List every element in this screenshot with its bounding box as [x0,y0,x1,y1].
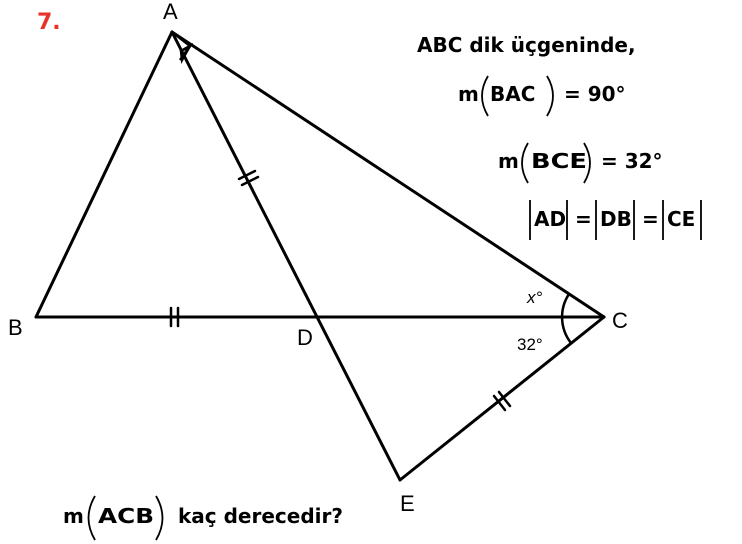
svg-text:=: = [642,207,659,231]
vertex-label-a: A [163,0,178,24]
question: m ACB kaç derecedir? [63,495,343,541]
vertex-label-e: E [400,491,415,516]
angle-label-bce: 32° [517,335,543,354]
segment-ab [34,30,174,319]
tick-ad-1 [237,169,257,181]
svg-text:DB: DB [600,207,632,231]
svg-text:m: m [458,82,479,106]
svg-text:ACB: ACB [98,504,154,528]
given-angle-bac: m BAC = 90° [458,75,626,117]
angle-arc-c [560,293,572,344]
tick-ce-2 [497,390,512,408]
svg-text:= 32°: = 32° [601,149,663,173]
svg-text:kaç derecedir?: kaç derecedir? [178,504,343,528]
vertex-label-b: B [8,315,23,340]
angle-label-x: x° [526,288,543,307]
vertex-label-c: C [612,308,628,333]
svg-text:= 90°: = 90° [564,82,626,106]
segment-ae [170,30,402,482]
svg-text:m: m [63,504,84,528]
right-angle-square [171,31,192,61]
given-angle-bce: m BCE = 32° [498,142,663,184]
svg-text:m: m [498,149,519,173]
segment-ac [170,30,606,319]
svg-text:BAC: BAC [490,82,535,106]
svg-text:AD: AD [534,207,566,231]
problem-number: 7. [37,10,61,35]
svg-text:BCE: BCE [531,149,587,173]
svg-text:=: = [575,207,592,231]
tick-ad-2 [240,175,260,187]
given-equal-lengths: AD = DB = CE [529,200,702,240]
segment-ce [398,315,606,482]
svg-text:CE: CE [667,207,695,231]
vertex-label-d: D [297,325,313,350]
given-intro: ABC dik üçgeninde, [417,33,636,57]
tick-ce-1 [492,394,507,412]
